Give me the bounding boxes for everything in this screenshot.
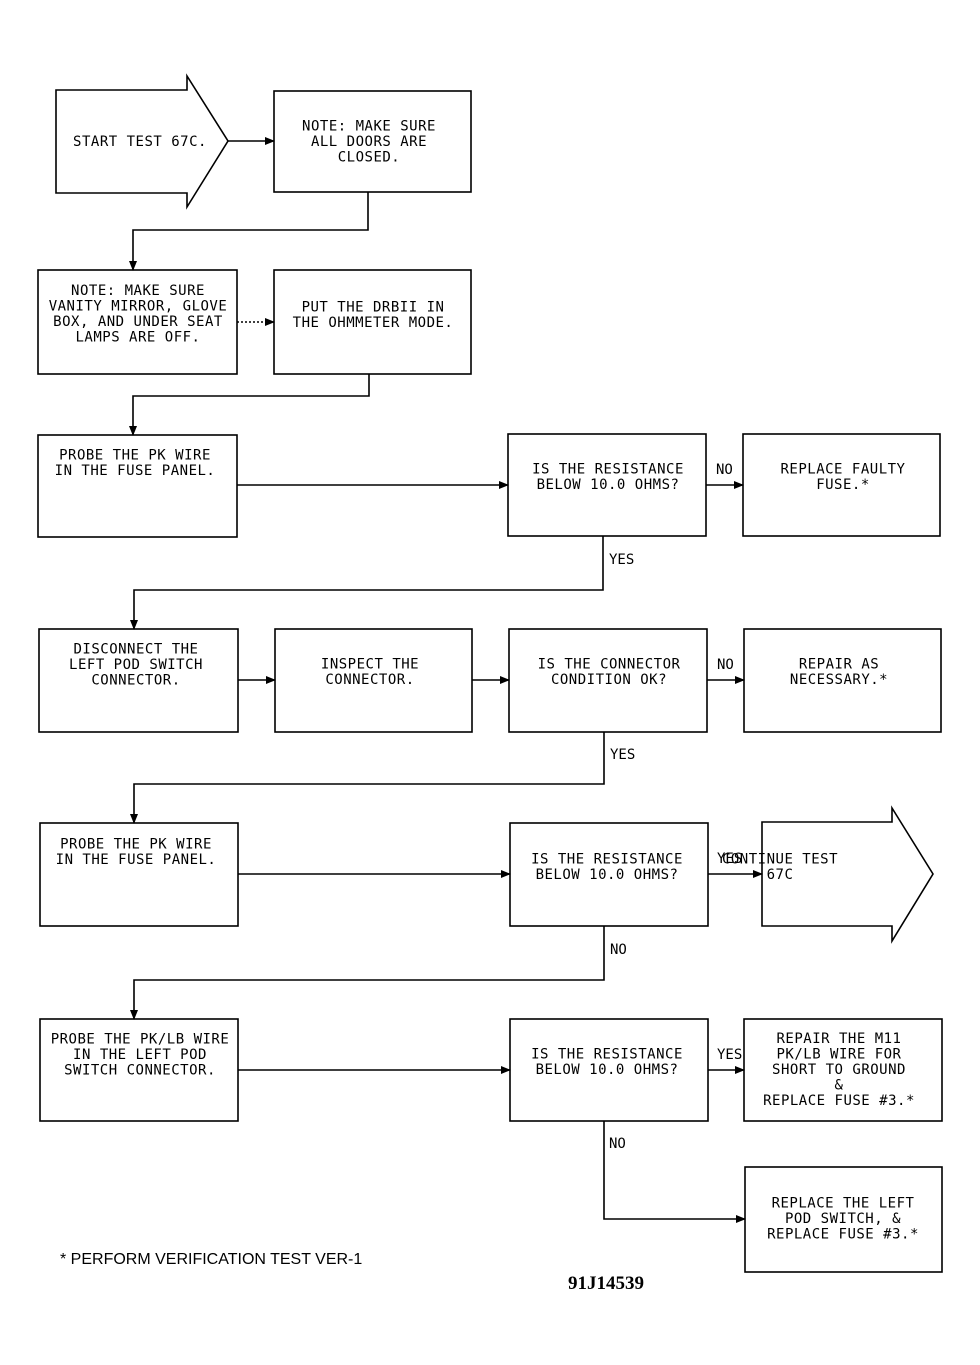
- text-line: PROBE THE PK/LB WIRE: [51, 1032, 230, 1048]
- qc-yes-label: YES: [610, 747, 635, 763]
- text-line: BOX, AND UNDER SEAT: [53, 314, 223, 330]
- probe-pk-1-box: [37, 434, 238, 538]
- text-line: IN THE FUSE PANEL.: [55, 463, 216, 479]
- text-line: NECESSARY.*: [790, 672, 888, 688]
- text-line: REPAIR AS: [799, 656, 879, 672]
- text-line: INSPECT THE: [321, 656, 419, 672]
- text-line: PUT THE DRBII IN: [302, 299, 445, 315]
- text-line: PK/LB WIRE FOR: [776, 1047, 901, 1063]
- q3-yes-label: YES: [717, 1047, 742, 1063]
- start-arrow-shape: [55, 73, 229, 210]
- text-line: IS THE RESISTANCE: [532, 461, 684, 477]
- text-line: 67C: [767, 867, 794, 883]
- text-line: LAMPS ARE OFF.: [75, 329, 200, 345]
- connector-note-to-lamps: [129, 192, 369, 271]
- text-line: CONNECTOR.: [325, 672, 414, 688]
- text-line: PROBE THE PK WIRE: [60, 836, 212, 852]
- figure-id: 91J14539: [568, 1273, 644, 1294]
- text-line: CONNECTOR.: [91, 673, 180, 689]
- text-line: THE OHMMETER MODE.: [293, 315, 454, 331]
- text-line: REPAIR THE M11: [776, 1031, 901, 1047]
- text-line: POD SWITCH, &: [785, 1211, 901, 1227]
- q2-yes-label: YES: [717, 851, 742, 867]
- text-line: CONTINUE TEST: [722, 851, 838, 867]
- text-line: IS THE CONNECTOR: [538, 656, 681, 672]
- text-line: CONDITION OK?: [551, 672, 667, 688]
- q3-no-label: NO: [609, 1136, 626, 1152]
- connector-q2-no: [130, 926, 605, 1020]
- text-line: &: [835, 1078, 844, 1094]
- text-line: IN THE FUSE PANEL.: [56, 852, 217, 868]
- q1-no-label: NO: [716, 462, 733, 478]
- text-line: IN THE LEFT POD: [73, 1047, 207, 1063]
- text-line: FUSE.*: [816, 477, 870, 493]
- text-line: SWITCH CONNECTOR.: [64, 1063, 216, 1079]
- footnote: * PERFORM VERIFICATION TEST VER-1: [60, 1251, 362, 1268]
- qc-no-label: NO: [717, 657, 734, 673]
- text-line: DISCONNECT THE: [73, 642, 198, 658]
- text-line: START TEST 67C.: [73, 134, 207, 150]
- continue-arrow-shape: [761, 805, 934, 944]
- text-line: CLOSED.: [338, 150, 401, 166]
- text-line: VANITY MIRROR, GLOVE: [49, 298, 228, 314]
- text-line: PROBE THE PK WIRE: [59, 447, 211, 463]
- connector-drbii-to-probe1: [129, 374, 370, 436]
- text-line: BELOW 10.0 OHMS?: [536, 1062, 679, 1078]
- text-line: LEFT POD SWITCH: [69, 657, 203, 673]
- text-line: REPLACE THE LEFT: [772, 1196, 915, 1212]
- text-line: REPLACE FUSE #3.*: [767, 1227, 919, 1243]
- text-line: IS THE RESISTANCE: [531, 1046, 683, 1062]
- connector-qc-yes: [130, 732, 605, 824]
- text-line: SHORT TO GROUND: [772, 1062, 906, 1078]
- connector-q1-yes: [130, 536, 604, 630]
- text-line: BELOW 10.0 OHMS?: [536, 867, 679, 883]
- text-line: IS THE RESISTANCE: [531, 851, 683, 867]
- q1-yes-label: YES: [609, 552, 634, 568]
- text-line: NOTE: MAKE SURE: [71, 283, 205, 299]
- connector-q3-no: [603, 1121, 746, 1223]
- text-line: NOTE: MAKE SURE: [302, 119, 436, 135]
- text-line: REPLACE FAULTY: [780, 461, 905, 477]
- text-line: ALL DOORS ARE: [311, 134, 427, 150]
- q2-no-label: NO: [610, 942, 627, 958]
- text-line: BELOW 10.0 OHMS?: [537, 477, 680, 493]
- text-line: REPLACE FUSE #3.*: [763, 1093, 915, 1109]
- start-label: START TEST 67C.: [73, 134, 207, 150]
